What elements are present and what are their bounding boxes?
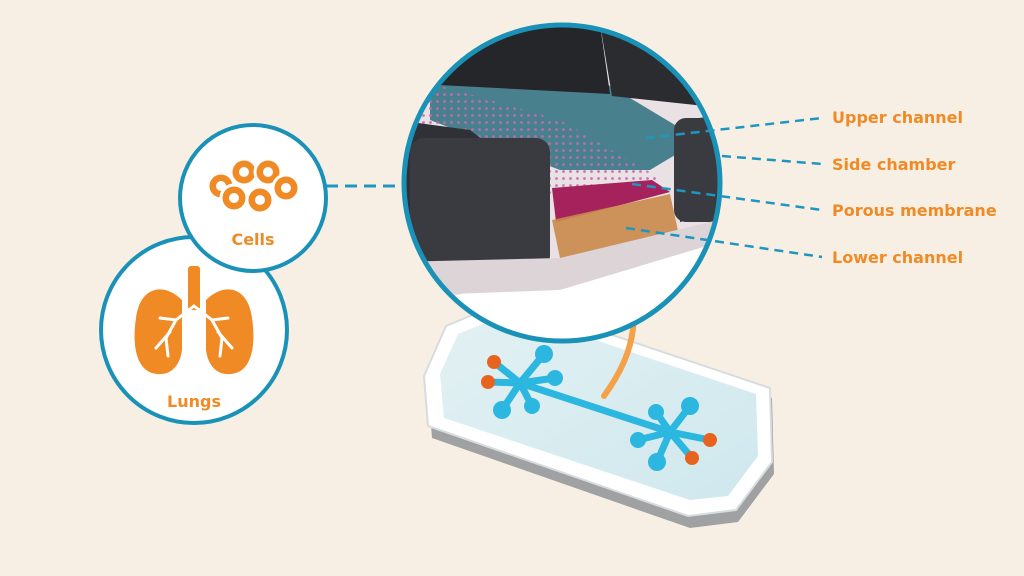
part-leader-lines: [625, 116, 823, 259]
part-label-side-chamber: Side chamber: [832, 155, 956, 174]
cells-label: Cells: [231, 230, 275, 249]
part-label-porous-membrane: Porous membrane: [832, 201, 997, 220]
part-label-lower-channel: Lower channel: [832, 248, 964, 267]
chip-ports: [481, 345, 717, 471]
block-top-left: [404, 25, 610, 94]
cells-icon: [206, 157, 301, 215]
lungs-label: Lungs: [167, 392, 221, 411]
organ-chip: [422, 298, 774, 528]
leader-side-chamber: [721, 154, 823, 166]
leader-lower-channel: [625, 226, 823, 259]
bronchi-icon: [154, 304, 234, 358]
block-front-left: [410, 138, 550, 270]
cells-circle: [178, 123, 328, 273]
part-label-upper-channel: Upper channel: [832, 108, 963, 127]
lungs-circle: [99, 235, 289, 425]
leader-porous-membrane: [631, 182, 823, 212]
block-front-right: [674, 118, 720, 222]
porous-membrane-shape: [420, 80, 660, 196]
lungs-icon: [134, 266, 254, 375]
cross-section-zoom: [401, 22, 723, 344]
